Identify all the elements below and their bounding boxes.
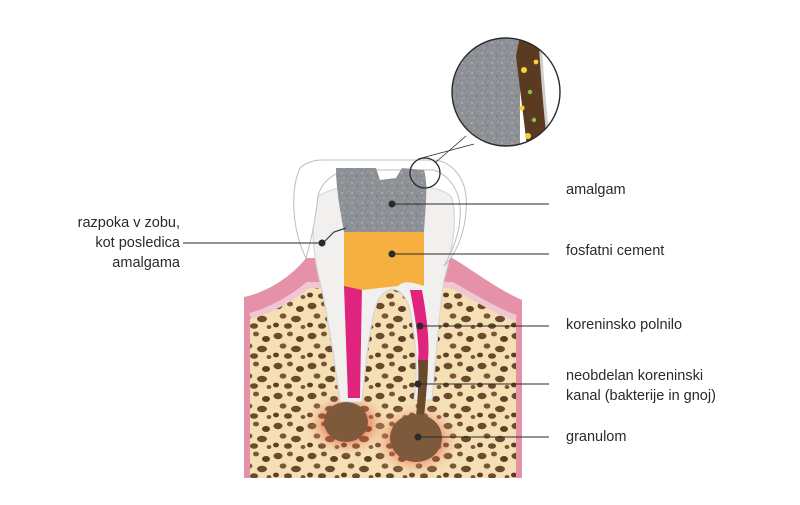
- label-untreated-canal-line-2: kanal (bakterije in gnoj): [566, 388, 716, 404]
- label-crack-line-2: kot posledica: [95, 235, 180, 251]
- magnifier-source-circle: [409, 157, 441, 189]
- label-crack: razpoka v zobu, kot posledica amalgama: [40, 213, 180, 273]
- crack-line: [321, 227, 347, 245]
- label-untreated-canal-line-1: neobdelan koreninski: [566, 368, 704, 384]
- label-granuloma: granulom: [566, 429, 627, 445]
- magnified-detail: [452, 38, 560, 146]
- untreated-canal: [416, 360, 428, 418]
- root-canal-left: [344, 286, 362, 398]
- amalgam-filling: [336, 168, 427, 232]
- tooth-enamel-outline: [293, 159, 467, 267]
- granuloma-left: [324, 402, 368, 442]
- label-root-filling: koreninsko polnilo: [566, 317, 683, 333]
- magnifier-circle: [451, 37, 561, 147]
- label-amalgam: amalgam: [566, 182, 626, 198]
- leader-lines: [183, 200, 549, 441]
- label-untreated-canal: neobdelan koreninski kanal (bakterije in…: [566, 366, 716, 406]
- label-crack-line-1: razpoka v zobu,: [77, 215, 180, 231]
- label-crack-line-3: amalgama: [112, 255, 180, 271]
- phosphate-cement: [344, 232, 424, 290]
- label-phosphate-cement: fosfatni cement: [566, 243, 665, 259]
